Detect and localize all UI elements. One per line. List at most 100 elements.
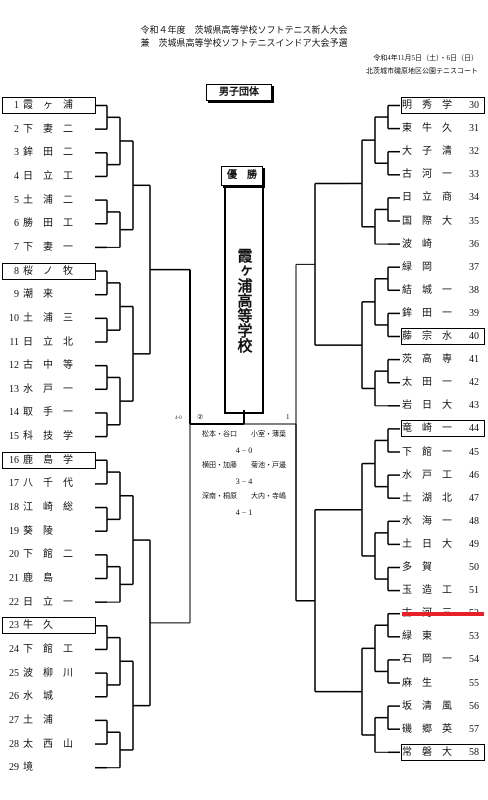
team-number: 44 — [469, 423, 479, 435]
team-row: 多賀 50 — [402, 560, 484, 575]
team-name: 潮来 — [23, 289, 63, 301]
team-name: 岩日大 — [402, 400, 462, 412]
team-name: 東牛久 — [402, 123, 462, 135]
team-number: 43 — [469, 400, 479, 412]
team-name: 波崎 — [402, 238, 442, 250]
team-name: 下館工 — [23, 643, 83, 655]
team-name: 水戸一 — [23, 383, 83, 395]
team-number: 13 — [9, 383, 19, 395]
team-name: 土浦二 — [23, 194, 83, 206]
team-name: 日立一 — [23, 596, 83, 608]
team-number: 23 — [9, 620, 19, 632]
team-number: 30 — [469, 100, 479, 111]
team-name: 多賀 — [402, 562, 442, 573]
team-row: 14 取手一 — [3, 405, 95, 420]
team-name: 日立北 — [23, 336, 83, 348]
header-line2: 兼 茨城県高等学校ソフトテニスインドア大会予選 — [140, 38, 348, 48]
team-number: 9 — [14, 289, 19, 301]
team-number: 14 — [9, 407, 19, 419]
team-name: 取手一 — [23, 407, 83, 419]
team-name: 大子清 — [402, 146, 462, 158]
team-row: 竜崎一 44 — [401, 420, 485, 438]
team-number: 19 — [9, 525, 19, 537]
team-number: 2 — [14, 123, 19, 135]
team-name: 麻生 — [402, 677, 442, 689]
team-name: 牛久 — [23, 620, 63, 632]
team-name: 国際大 — [402, 215, 462, 227]
team-number: 35 — [469, 215, 479, 227]
team-name: 水戸工 — [402, 469, 462, 481]
team-number: 4 — [14, 170, 19, 182]
team-name: 鹿島 — [23, 573, 63, 584]
team-row: 波崎 36 — [402, 237, 484, 252]
team-number: 1 — [14, 100, 19, 111]
team-name: 鉾田一 — [402, 307, 462, 319]
team-name: 土湖北 — [402, 492, 462, 504]
team-number: 34 — [469, 192, 479, 204]
team-number: 50 — [469, 562, 479, 573]
team-name: 江崎総 — [23, 502, 83, 514]
team-name: 石岡一 — [402, 654, 462, 666]
team-number: 46 — [469, 469, 479, 481]
team-name: 鉾田二 — [23, 147, 83, 159]
team-number: 18 — [9, 502, 19, 514]
team-name: 結城一 — [402, 284, 462, 296]
team-number: 45 — [469, 446, 479, 458]
team-name: 八千代 — [23, 478, 83, 490]
team-name: 竜崎一 — [402, 423, 462, 435]
team-row: 9 潮来 — [3, 287, 95, 302]
team-number: 57 — [469, 723, 479, 735]
final-right-mark: 1 — [286, 413, 290, 421]
team-number: 17 — [9, 478, 19, 490]
team-number: 49 — [469, 538, 479, 550]
team-name: 波柳川 — [23, 667, 83, 679]
team-row: 17 八千代 — [3, 476, 95, 491]
team-number: 7 — [14, 241, 19, 253]
team-number: 10 — [9, 312, 19, 324]
final-match-2-score: 3 − 4 — [235, 477, 253, 486]
team-name: 鹿島学 — [23, 454, 83, 466]
final-match-1-score: 4 − 0 — [235, 446, 253, 455]
team-row: 水戸工 46 — [402, 468, 484, 483]
team-number: 29 — [9, 762, 19, 774]
team-number: 39 — [469, 307, 479, 319]
final-left-mark: ② — [197, 413, 204, 421]
team-name: 境 — [23, 762, 43, 774]
team-number: 20 — [9, 549, 19, 561]
team-number: 36 — [469, 238, 479, 250]
team-name: 古河一 — [402, 169, 462, 181]
team-number: 11 — [9, 336, 19, 348]
team-row: 11 日立北 — [3, 335, 95, 350]
team-row: 20 下館二 — [3, 547, 95, 562]
team-number: 40 — [469, 331, 479, 342]
team-number: 12 — [9, 360, 19, 372]
team-name: 太西山 — [23, 738, 83, 750]
team-name: 下館二 — [23, 549, 83, 561]
team-row: 13 水戸一 — [3, 382, 95, 397]
